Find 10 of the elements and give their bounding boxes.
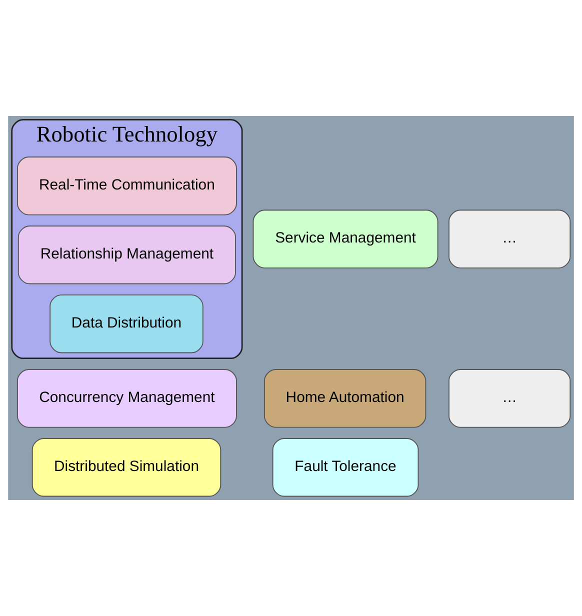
node-box: Distributed Simulation xyxy=(32,438,222,497)
node-box: Data Distribution xyxy=(50,294,204,354)
node-box: Fault Tolerance xyxy=(272,438,419,497)
node-box: Service Management xyxy=(252,210,438,268)
node-box: Concurrency Management xyxy=(16,369,237,428)
node-box: Relationship Management xyxy=(18,226,236,284)
node-box: Home Automation xyxy=(264,369,426,428)
node-box: … xyxy=(448,369,571,428)
node-box: … xyxy=(448,210,571,268)
node-box: Real-Time Communication xyxy=(16,156,237,216)
